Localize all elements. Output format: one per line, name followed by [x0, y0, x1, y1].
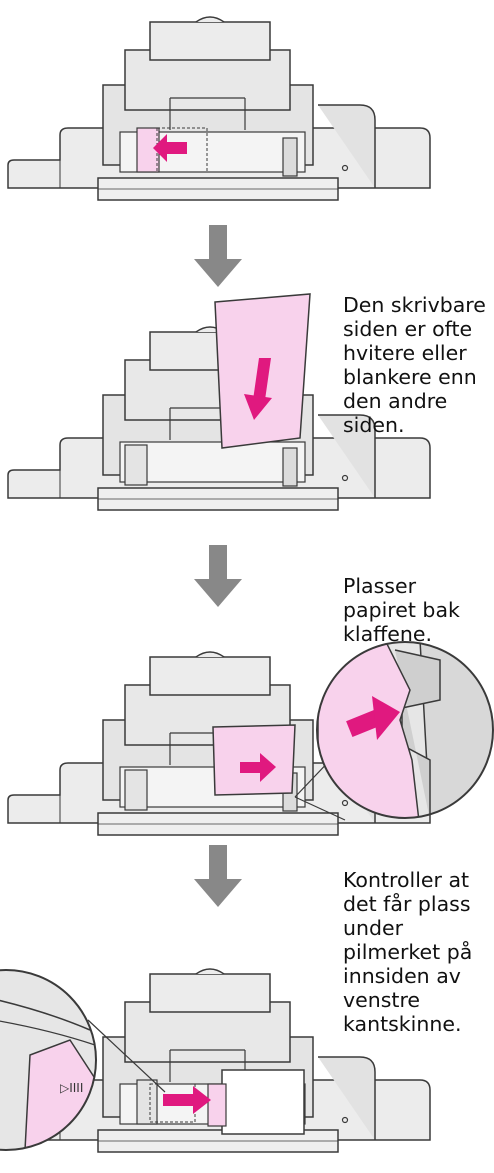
caption-line: innsiden av	[343, 964, 472, 988]
step1-printer-illustration	[8, 17, 430, 200]
caption-line: blankere enn	[343, 365, 486, 389]
caption-line: siden er ofte	[343, 317, 486, 341]
caption-line: det får plass	[343, 892, 472, 916]
caption-line: Plasser	[343, 574, 460, 598]
step4-caption: Kontroller at det får plass under pilmer…	[343, 868, 472, 1036]
caption-line: Den skrivbare	[343, 293, 486, 317]
caption-line: hvitere eller	[343, 341, 486, 365]
caption-line: klaffene.	[343, 622, 460, 646]
step-arrow-3	[194, 845, 242, 907]
caption-line: kantskinne.	[343, 1012, 472, 1036]
caption-line: pilmerket på	[343, 940, 472, 964]
step2-caption: Den skrivbare siden er ofte hvitere elle…	[343, 293, 486, 437]
caption-line: Kontroller at	[343, 868, 472, 892]
caption-line: venstre	[343, 988, 472, 1012]
step-arrow-1	[194, 225, 242, 287]
caption-line: papiret bak	[343, 598, 460, 622]
step3-caption: Plasser papiret bak klaffene.	[343, 574, 460, 646]
svg-text:▷IIII: ▷IIII	[60, 1081, 83, 1095]
caption-line: siden.	[343, 413, 486, 437]
caption-line: under	[343, 916, 472, 940]
step-arrow-2	[194, 545, 242, 607]
caption-line: den andre	[343, 389, 486, 413]
